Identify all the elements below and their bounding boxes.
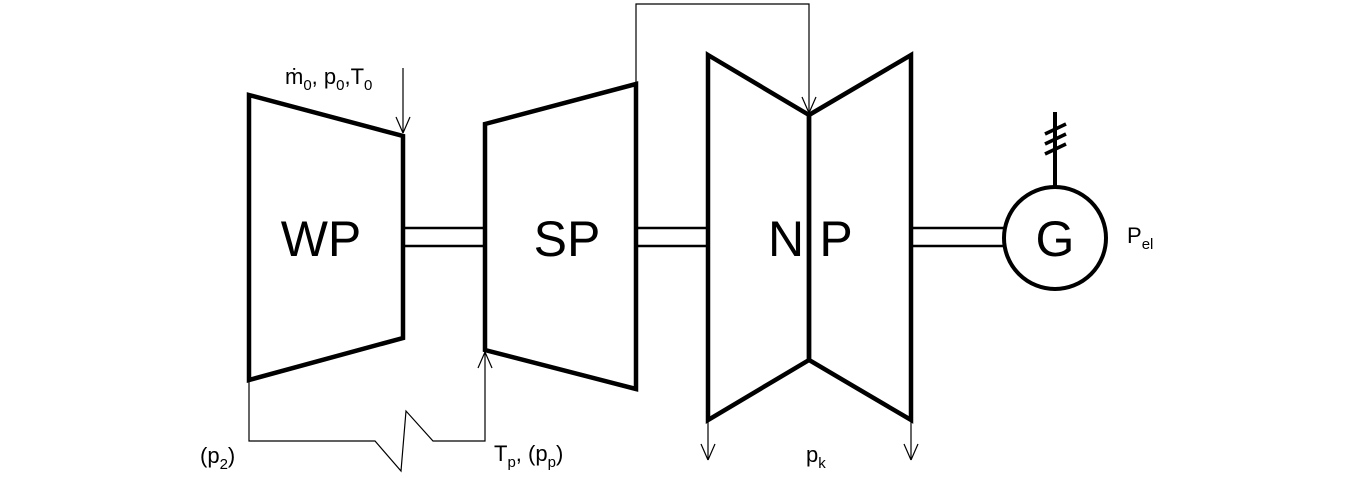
shaft-wp-sp <box>403 226 485 248</box>
wp-turbine <box>246 92 406 383</box>
np-label-left: N <box>768 211 804 267</box>
reheat-conditions-label: Tp, (pp) <box>494 441 563 471</box>
grid-connection-icon <box>1044 112 1067 187</box>
wp-outlet-pressure-label: (p2) <box>200 443 235 473</box>
electric-power-label: Pel <box>1127 223 1153 253</box>
np-exhaust-arrow-right <box>903 420 919 461</box>
np-label-right: P <box>819 211 852 267</box>
inlet-conditions-label: ṁ0, p0,T0 <box>285 64 372 94</box>
sp-turbine <box>482 81 639 392</box>
generator-label: G <box>1036 211 1075 267</box>
inlet-steam-arrow <box>395 68 411 134</box>
reheat-line <box>248 351 493 473</box>
np-exhaust-arrow-left <box>700 420 716 461</box>
wp-label: WP <box>281 211 362 267</box>
shaft-np-g <box>911 226 1004 248</box>
sp-label: SP <box>534 211 601 267</box>
shaft-sp-np <box>636 226 708 248</box>
condenser-pressure-label: pk <box>806 442 826 472</box>
crossover-line <box>635 3 817 114</box>
